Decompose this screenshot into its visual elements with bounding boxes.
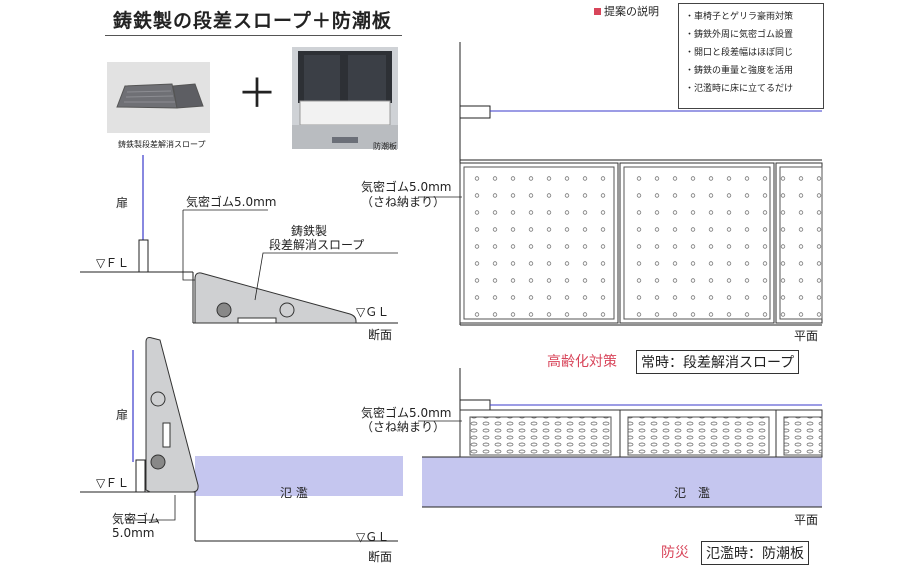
proposal-heading: 提案の説明 bbox=[594, 5, 659, 18]
door-label-bottom: 扉 bbox=[116, 408, 129, 422]
slope-photo-image bbox=[107, 62, 210, 133]
proposal-item: ・車椅子とゲリラ豪雨対策 bbox=[685, 12, 794, 22]
plan-top-drawing bbox=[418, 42, 823, 326]
plan-rubber-label-2: （さね納まり） bbox=[361, 195, 446, 209]
flood-label-left: 氾 濫 bbox=[280, 486, 308, 500]
section-bottom-drawing bbox=[80, 337, 403, 542]
plan-bottom-drawing bbox=[418, 368, 823, 508]
door-label: 扉 bbox=[116, 196, 129, 210]
proposal-item: ・鋳鉄の重量と強度を活用 bbox=[685, 66, 794, 76]
gl-label: ▽ＧＬ bbox=[356, 305, 390, 319]
title-underline bbox=[105, 35, 402, 36]
mode-box-normal: 常時：段差解消スロープ bbox=[636, 350, 800, 374]
rubber-label-bottom-1: 気密ゴム bbox=[112, 512, 161, 526]
rubber-label-bottom-2: 5.0mm bbox=[112, 526, 155, 540]
plan-rubber-label-bottom-1: 気密ゴム5.0mm bbox=[361, 406, 452, 420]
section-caption-bottom: 断面 bbox=[368, 550, 393, 564]
slope-photo bbox=[107, 62, 210, 133]
square-bullet-icon bbox=[594, 8, 601, 15]
fl-label-bottom: ▽ＦＬ bbox=[96, 476, 130, 490]
section-top-drawing bbox=[80, 155, 398, 324]
proposal-item: ・鋳鉄外周に気密ゴム設置 bbox=[685, 30, 794, 40]
gl-label-bottom: ▽ＧＬ bbox=[356, 530, 390, 544]
proposal-item: ・氾濫時に床に立てるだけ bbox=[685, 84, 794, 94]
plan-rubber-label-bottom-2: （さね納まり） bbox=[361, 420, 446, 434]
slope-label-line2: 段差解消スロープ bbox=[269, 238, 365, 252]
door-photo-caption: 防潮板 bbox=[373, 142, 397, 151]
slope-photo-caption: 鋳鉄製段差解消スロープ bbox=[118, 140, 206, 149]
section-caption: 断面 bbox=[368, 328, 393, 342]
mode-label-aging: 高齢化対策 bbox=[547, 354, 617, 370]
proposal-list: ・車椅子とゲリラ豪雨対策 ・鋳鉄外周に気密ゴム設置 ・開口と段差幅はほぼ同じ ・… bbox=[678, 3, 824, 109]
flood-label-right: 氾 濫 bbox=[674, 486, 711, 500]
mode-box-flood: 氾濫時：防潮板 bbox=[701, 541, 809, 565]
fl-label: ▽ＦＬ bbox=[96, 256, 130, 270]
flood-water-right bbox=[422, 457, 822, 507]
rubber-label: 気密ゴム5.0mm bbox=[186, 195, 277, 209]
door-photo bbox=[292, 47, 398, 149]
door-photo-image bbox=[292, 47, 398, 149]
slope-label-line1: 鋳鉄製 bbox=[291, 224, 328, 238]
plus-sign: ＋ bbox=[237, 71, 277, 117]
proposal-item: ・開口と段差幅はほぼ同じ bbox=[685, 48, 794, 58]
plan-caption-bottom: 平面 bbox=[794, 513, 819, 527]
plan-rubber-label-1: 気密ゴム5.0mm bbox=[361, 180, 452, 194]
flood-water-left bbox=[195, 456, 403, 496]
mode-label-disaster: 防災 bbox=[661, 545, 689, 561]
plan-caption: 平面 bbox=[794, 329, 819, 343]
page-title: 鋳鉄製の段差スロープ＋防潮板 bbox=[113, 10, 392, 32]
